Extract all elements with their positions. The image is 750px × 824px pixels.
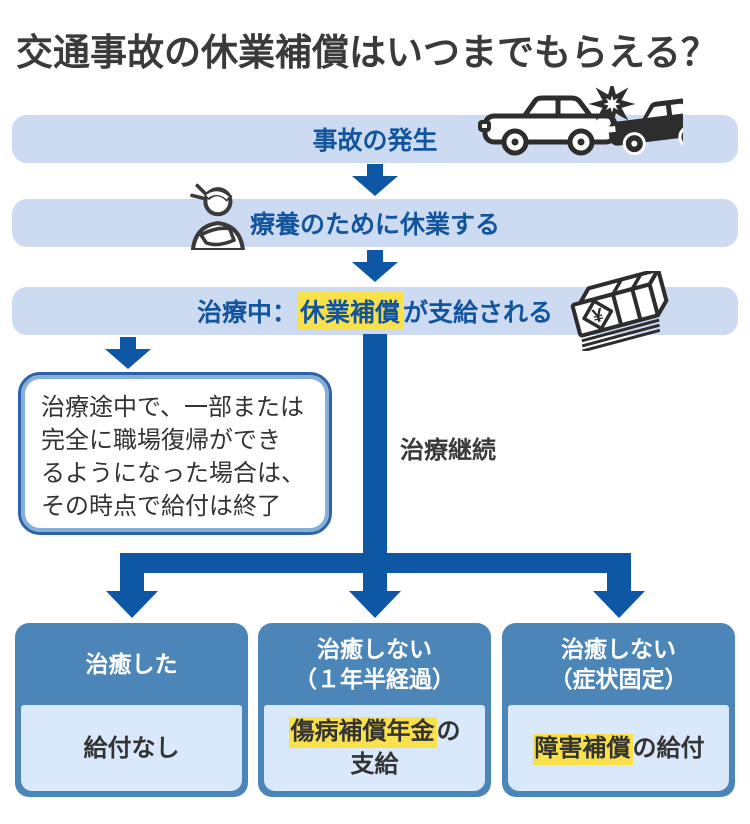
treatment-continue-line	[363, 334, 387, 592]
branch-body-text: 障害補償の給付	[532, 732, 705, 765]
branch-box-cured: 治癒した 給付なし	[15, 623, 248, 797]
money-icon: ¥	[570, 271, 669, 351]
branch-box-not-cured-18months: 治癒しない （１年半経過） 傷病補償年金の 支給	[258, 623, 491, 797]
down-arrow-icon	[352, 164, 398, 196]
car-crash-icon	[478, 86, 683, 156]
branch-box-not-cured-fixed: 治癒しない （症状固定） 障害補償の給付	[502, 623, 735, 797]
branch-header: 治癒しない （１年半経過）	[258, 623, 491, 705]
branch-body-text: 傷病補償年金の 支給	[288, 715, 461, 781]
branch-header: 治癒しない （症状固定）	[502, 623, 735, 705]
branch-arrowhead-icon	[349, 591, 401, 618]
branch-stem-right	[607, 571, 631, 593]
flow-step-accident-label: 事故の発生	[312, 127, 438, 155]
branch-header-line: （症状固定）	[549, 666, 688, 692]
callout-line: 治療途中で、一部または	[41, 394, 305, 421]
injured-person-icon	[190, 183, 245, 250]
callout-line: 完全に職場復帰ができ	[41, 427, 281, 454]
branch-header-line: 治癒しない	[561, 636, 676, 662]
branch-connector-bar	[120, 553, 631, 573]
callout-box: 治療途中で、一部または 完全に職場復帰ができ るようになった場合は、 その時点で…	[18, 372, 332, 535]
branch-stem-left	[120, 571, 144, 593]
callout-line: その時点で給付は終了	[41, 493, 281, 520]
branch-body: 障害補償の給付	[508, 705, 729, 791]
down-arrow-icon	[352, 250, 398, 282]
branch-body: 傷病補償年金の 支給	[264, 705, 485, 791]
flow-step-rest: 療養のために休業する	[12, 199, 738, 247]
branch-header-line: 治癒しない	[317, 636, 432, 662]
branch-header-line: （１年半経過）	[294, 666, 455, 692]
highlighted-term-shogaihosho: 障害補償	[532, 733, 633, 765]
highlighted-term-kyugyohosho: 休業補償	[296, 292, 403, 330]
flow-step-treatment-pre: 治療中：	[196, 299, 297, 327]
branch-header: 治癒した	[15, 623, 248, 705]
flow-step-treatment-post: が支給される	[403, 299, 554, 327]
down-arrow-icon	[105, 337, 151, 369]
branch-body-line2: 支給	[350, 751, 399, 778]
treatment-continue-label: 治療継続	[400, 437, 496, 464]
flow-step-rest-label: 療養のために休業する	[249, 211, 500, 239]
page-title: 交通事故の休業補償はいつまでもらえる？	[16, 32, 718, 73]
branch-arrowhead-icon	[593, 591, 645, 618]
branch-body-text-post: の給付	[632, 734, 705, 762]
branch-header-line: 治癒した	[85, 651, 178, 677]
branch-body: 給付なし	[21, 705, 242, 791]
branch-arrowhead-icon	[106, 591, 158, 618]
callout-line: るようになった場合は、	[41, 460, 305, 487]
branch-body-text: 給付なし	[83, 734, 180, 762]
branch-body-text-post: の	[436, 718, 461, 745]
highlighted-term-shobyohoshonenkin: 傷病補償年金	[288, 717, 437, 748]
